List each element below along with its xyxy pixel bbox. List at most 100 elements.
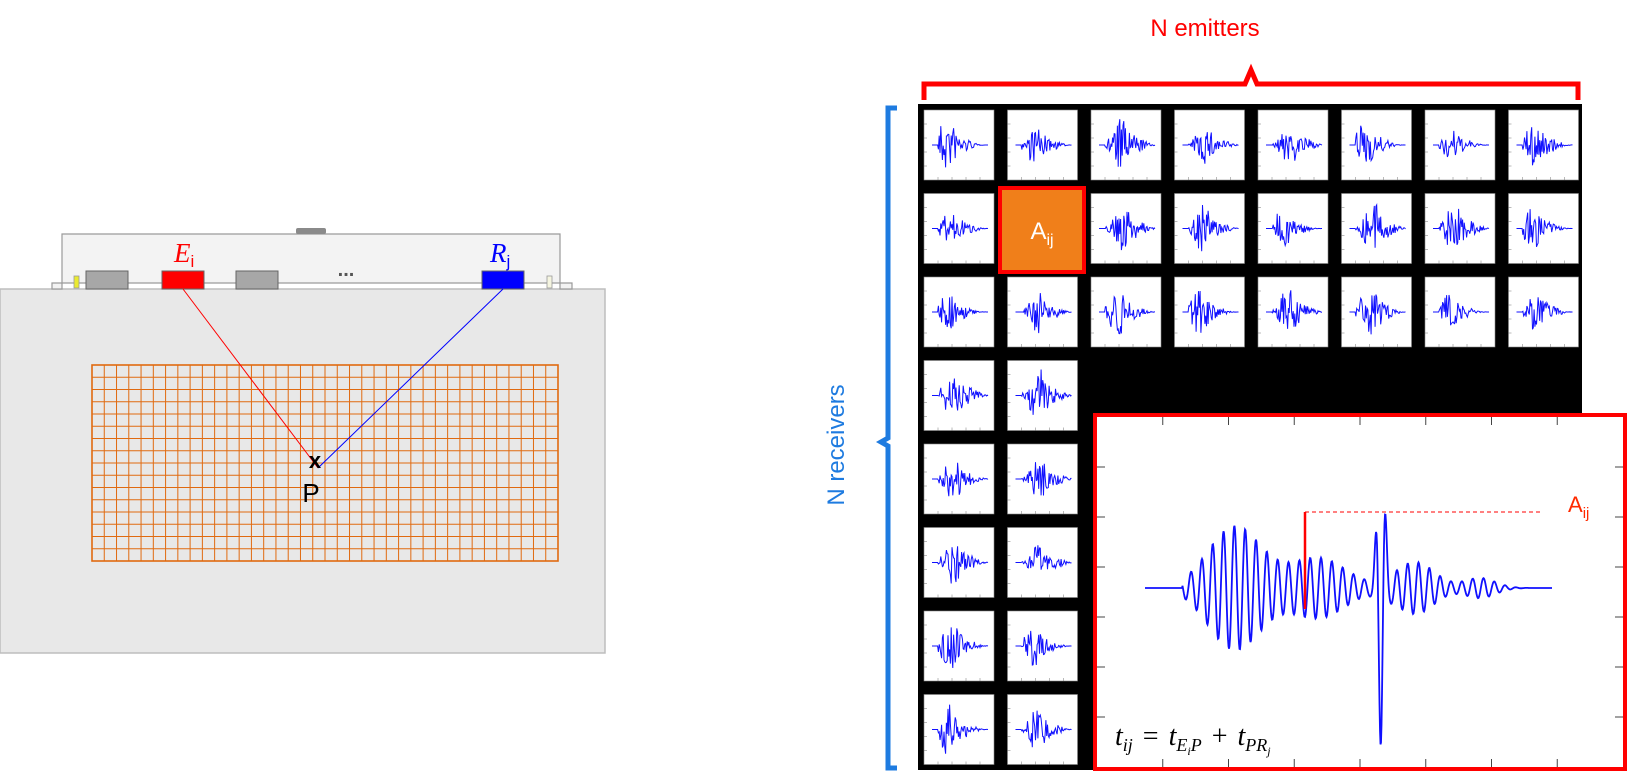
signal-cell [1508,109,1579,181]
probe-connector [296,228,326,234]
signal-cell [1508,276,1579,348]
signal-matrix: N emitters N receivers Aij Aij tij=tEiP+… [823,15,1627,771]
inset-panel [1093,413,1627,771]
signal-cell-waveform [1182,204,1239,252]
signal-cell [1090,109,1162,181]
signal-cell-waveform [1015,129,1072,162]
highlighted-cell: Aij [998,186,1086,274]
signal-cell [1174,109,1245,181]
receiver-label: Rj [489,238,510,271]
signal-cell-waveform [1099,295,1155,335]
signal-cell [923,276,995,348]
signal-cell-waveform [932,704,989,754]
imaging-grid [91,364,559,562]
formula-eq: = [1143,721,1159,752]
highlighted-cell-label: Aij [1030,218,1053,249]
signal-cell-waveform [1433,294,1489,326]
formula-sub1: E [1175,735,1187,755]
signal-cell-waveform [1516,209,1573,247]
emitter-element [161,270,205,290]
transducer-element-3 [235,270,279,290]
signal-cell [1257,276,1329,348]
signal-cell-waveform [1433,130,1489,158]
signal-cell [923,109,995,181]
signal-cell [923,193,995,264]
signal-cell-waveform [1015,369,1072,415]
signal-cell-waveform [1516,127,1573,166]
signal-cell-waveform [1349,125,1406,163]
signal-cell [1424,276,1496,348]
signal-cell [1090,193,1162,264]
formula-sub2-j: j [1265,744,1271,758]
signal-cell [923,527,995,598]
receiver-element [481,270,525,290]
transducer-element-1 [85,270,129,290]
formula-ij: ij [1123,735,1133,755]
point-label: P [302,478,319,508]
signal-cell-waveform [1182,290,1239,333]
receiver-symbol: R [489,238,507,268]
signal-inset: Aij tij=tEiP+tPRj [1093,413,1627,771]
signal-cell [923,694,995,765]
signal-cell [1007,527,1078,598]
signal-cell-waveform [1349,294,1406,335]
signal-cell [1341,109,1412,181]
signal-cell [1007,694,1078,765]
emitters-brace [921,63,1581,100]
probe-led [73,275,80,289]
probe-assembly: ... Ei Rj x P [0,228,606,654]
signal-cell-waveform [1099,119,1156,167]
signal-cell [1174,276,1245,348]
signal-cell-waveform [1266,290,1323,329]
signal-cell [1508,193,1579,264]
amplitude-label: Aij [1568,492,1589,522]
receiver-ray [317,288,504,469]
signal-cell-waveform [1433,208,1490,245]
signal-cell-waveform [1349,203,1406,248]
probe-side-tab [546,275,553,289]
signal-cell [923,443,995,515]
signal-cell-waveform [1182,132,1239,164]
travel-time-formula: tij=tEiP+tPRj [1115,721,1271,758]
signal-cell [1424,193,1496,264]
signal-cell-waveform [1015,462,1072,496]
signal-cell-waveform [1015,545,1072,570]
signal-cell [1341,276,1412,348]
signal-cell-waveform [1516,297,1573,330]
highlighted-cell-subscript: ij [1046,232,1053,249]
emitter-subscript: i [191,252,195,271]
formula-t1: t [1169,721,1178,752]
highlighted-cell-box [998,186,1086,274]
signal-cell [1341,193,1412,264]
signal-cell-waveform [932,126,988,168]
signal-cell [923,610,995,682]
receiver-subscript: j [506,252,511,271]
inset-ticks [1097,417,1623,767]
emitter-label: Ei [173,238,194,271]
signal-cell [1257,193,1329,264]
matrix-cells [923,109,1579,765]
signal-cell-waveform [932,627,989,669]
formula-plus: + [1212,721,1228,752]
signal-cell-waveform [1099,211,1156,251]
signal-cell-waveform [1266,213,1322,248]
signal-cell-waveform [1015,710,1072,748]
formula-t: t [1115,721,1124,752]
signal-cell [1174,193,1245,264]
signal-cell [1424,109,1496,181]
signal-cell [1257,109,1329,181]
signal-cell [1007,610,1078,682]
signal-cell [923,360,995,431]
signal-cell [1007,443,1078,515]
amplitude-symbol: A [1568,492,1583,517]
signal-cell-waveform [932,214,989,241]
test-block [0,288,606,654]
signal-cell [1090,276,1162,348]
highlighted-cell-symbol: A [1030,218,1046,245]
point-marker: x [309,448,322,473]
signal-cell-waveform [932,546,989,584]
amplitude-subscript: ij [1583,505,1590,522]
emitter-symbol: E [173,238,191,268]
formula-sub2: PR [1244,735,1267,755]
receivers-brace [875,105,897,771]
